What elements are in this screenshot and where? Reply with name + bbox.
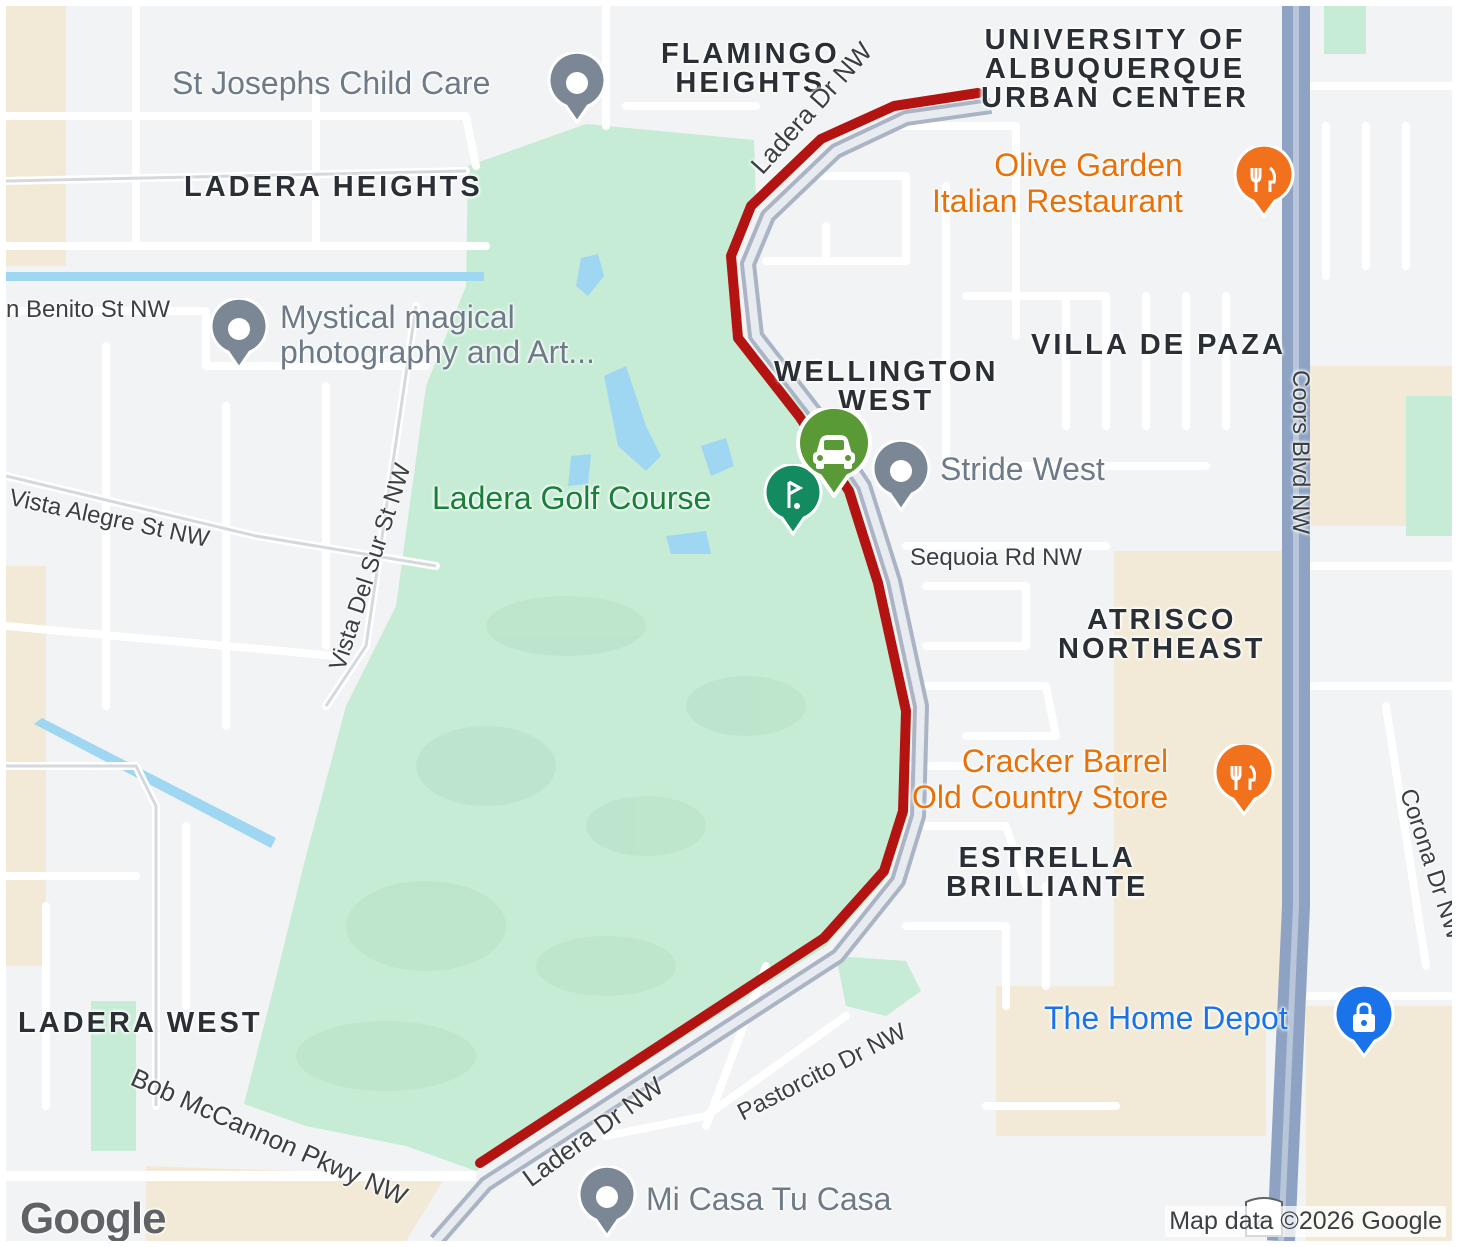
place-icon[interactable] <box>870 440 932 512</box>
poi-label-cracker-barrel[interactable]: Cracker Barrel Old Country Store <box>912 743 1169 815</box>
poi-label-mystical[interactable]: Mystical magical photography and Art... <box>280 299 595 371</box>
map-attribution[interactable]: Map data ©2026 Google <box>1165 1206 1446 1237</box>
poi-label-mi-casa[interactable]: Mi Casa Tu Casa <box>646 1181 892 1217</box>
poi-label-st-josephs[interactable]: St Josephs Child Care <box>172 65 491 101</box>
fork-knife-icon[interactable] <box>1212 744 1276 816</box>
neighborhood-ladera-west: LADERA WEST <box>18 1007 263 1039</box>
neighborhood-atrisco-northeast: ATRISCO NORTHEAST <box>1058 604 1266 665</box>
terrain-shading <box>296 596 806 1091</box>
neighborhood-villa-de-paza: VILLA DE PAZA <box>1031 329 1286 361</box>
place-icon[interactable] <box>208 298 270 370</box>
fork-knife-icon[interactable] <box>1232 146 1296 218</box>
map-canvas[interactable]: 45 FLAMINGO HEIGHTS UNIVERSITY OF ALBUQU… <box>6 6 1452 1241</box>
shopping-bag-icon[interactable] <box>1332 986 1396 1058</box>
map-base-layer: 45 <box>6 6 1452 1241</box>
neighborhood-flamingo-heights: FLAMINGO HEIGHTS <box>661 38 840 99</box>
google-logo: Google <box>20 1194 167 1241</box>
road-label-san-benito: n Benito St NW <box>6 296 171 323</box>
road-label-coors: Coors Blvd NW <box>1287 370 1314 535</box>
neighborhood-estrella-brilliante: ESTRELLA BRILLIANTE <box>946 842 1149 903</box>
poi-label-home-depot[interactable]: The Home Depot <box>1044 1000 1288 1036</box>
neighborhood-ladera-heights: LADERA HEIGHTS <box>184 171 483 203</box>
green-areas <box>91 6 1452 1151</box>
coors-blvd-centerline <box>1278 6 1299 1241</box>
poi-label-olive-garden[interactable]: Olive Garden Italian Restaurant <box>932 147 1183 219</box>
poi-label-stride-west[interactable]: Stride West <box>940 451 1105 487</box>
street-casings <box>6 169 467 1106</box>
road-label-sequoia: Sequoia Rd NW <box>910 544 1083 571</box>
golf-icon[interactable] <box>762 464 824 536</box>
poi-label-ladera-golf[interactable]: Ladera Golf Course <box>432 480 712 516</box>
place-icon[interactable] <box>576 1166 638 1238</box>
neighborhood-university-urban-center: UNIVERSITY OF ALBUQUERQUE URBAN CENTER <box>981 24 1249 114</box>
ladera-dr-inner <box>432 102 992 1241</box>
water-features <box>6 254 734 848</box>
car-icon[interactable] <box>794 408 874 498</box>
place-icon[interactable] <box>546 52 608 124</box>
